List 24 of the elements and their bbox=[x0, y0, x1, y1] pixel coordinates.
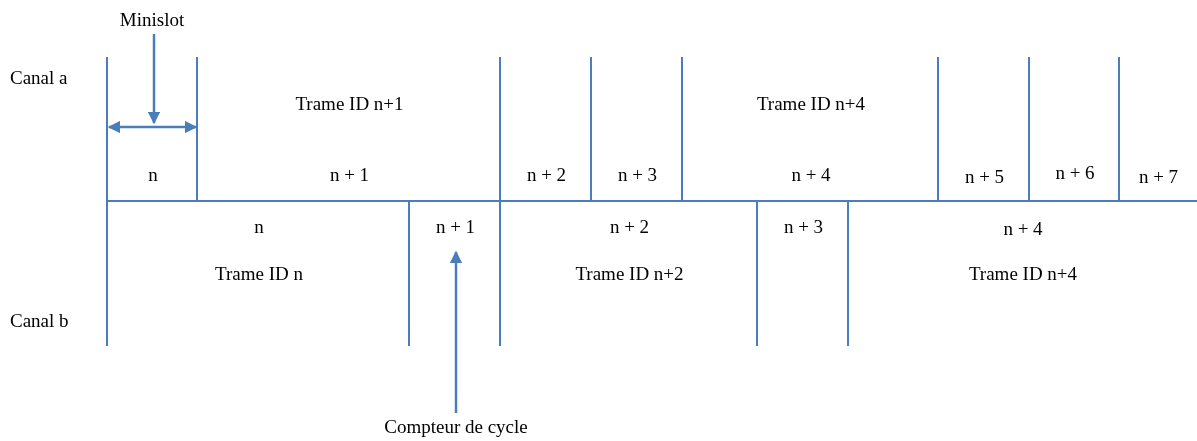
frame-label: Trame ID n+2 bbox=[574, 262, 685, 286]
slot-number: n + 5 bbox=[963, 165, 1006, 189]
slot-number: n + 2 bbox=[608, 215, 651, 239]
arrow bbox=[449, 250, 463, 413]
slot-number: n + 1 bbox=[328, 163, 371, 187]
frame-label: Trame ID n+4 bbox=[967, 262, 1079, 286]
slot-number: n + 6 bbox=[1054, 161, 1096, 185]
frame-label: Trame ID n+4 bbox=[755, 92, 867, 116]
slot-number: n bbox=[147, 163, 159, 187]
frame-label: Trame ID n+1 bbox=[294, 92, 405, 116]
slot-number: n + 7 bbox=[1137, 165, 1180, 189]
channel-label: Canal b bbox=[10, 309, 69, 333]
slot-number: n + 2 bbox=[525, 163, 568, 187]
slot-number: n bbox=[253, 215, 265, 239]
channel-label: Canal a bbox=[10, 66, 68, 90]
callout-label: Compteur de cycle bbox=[383, 415, 529, 439]
arrow bbox=[147, 34, 161, 125]
slot-number: n + 4 bbox=[1002, 217, 1044, 241]
frame-label: Trame ID n bbox=[214, 262, 304, 286]
slot-number: n + 4 bbox=[790, 163, 832, 187]
slot-number: n + 3 bbox=[782, 215, 825, 239]
callout-label: Minislot bbox=[118, 8, 186, 32]
slot-number: n + 1 bbox=[434, 215, 477, 239]
slot-number: n + 3 bbox=[616, 163, 659, 187]
